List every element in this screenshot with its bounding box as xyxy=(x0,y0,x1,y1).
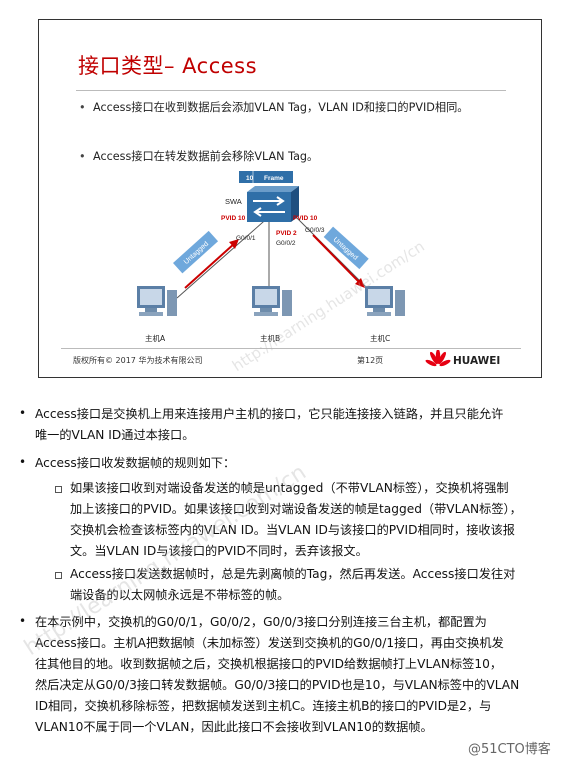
source-credit: @51CTO博客 xyxy=(468,742,551,757)
host-a-label: 主机A xyxy=(145,333,166,343)
slide-title: 接口类型– Access xyxy=(78,54,258,78)
host-a-icon xyxy=(137,286,177,316)
untagged-tag-right: Untagged xyxy=(323,226,369,270)
host-b-icon xyxy=(252,286,292,316)
frame-label: Frame xyxy=(264,175,284,182)
paragraph-1: Access接口是交换机上用来连接用户主机的接口，它只能连接接入链路，并且只能允… xyxy=(35,407,504,442)
access-port-diagram: Untagged Untagged 10 Frame SWA PVID 10 P… xyxy=(137,171,405,343)
ingress-arrow-head xyxy=(229,239,239,249)
bullet-dot-icon: • xyxy=(79,101,86,114)
host-c-label: 主机C xyxy=(370,333,390,343)
huawei-brand: HUAWEI xyxy=(453,355,501,367)
bullet-dot-icon: • xyxy=(79,150,86,163)
ingress-arrow xyxy=(184,242,236,289)
sub-bullet-square-icon xyxy=(55,572,62,579)
paragraph-2: Access接口收发数据帧的规则如下： xyxy=(35,456,236,470)
port-right: G0/0/3 xyxy=(305,227,325,234)
sub-paragraph-1: 如果该接口收到对端设备发送的帧是untagged（不带VLAN标签），交换机将强… xyxy=(70,481,522,558)
untagged-tag-left: Untagged xyxy=(173,230,219,274)
bullet-dot-icon: • xyxy=(19,614,27,628)
switch-icon xyxy=(247,186,299,222)
egress-arrow-head xyxy=(355,278,365,288)
port-mid: G0/0/2 xyxy=(276,240,296,247)
slide: 接口类型– Access • Access接口在收到数据后会添加VLAN Tag… xyxy=(38,19,542,378)
link-host-a xyxy=(176,214,272,299)
host-b-label: 主机B xyxy=(260,333,280,343)
pvid-left: PVID 10 xyxy=(221,215,246,222)
paragraph-3: 在本示例中，交换机的G0/0/1，G0/0/2，G0/0/3接口分别连接三台主机… xyxy=(35,615,520,734)
frame-vlan-id: 10 xyxy=(246,175,254,182)
sub-paragraph-2: Access接口发送数据帧时，总是先剥离帧的Tag，然后再发送。Access接口… xyxy=(70,567,516,602)
egress-arrow xyxy=(312,234,362,285)
slide-bullet-2: • Access接口在转发数据前会移除VLAN Tag。 xyxy=(79,147,489,167)
bullet-dot-icon: • xyxy=(19,455,27,469)
host-c-icon xyxy=(365,286,405,316)
switch-name: SWA xyxy=(225,197,242,206)
title-divider xyxy=(76,90,506,91)
huawei-logo-icon xyxy=(425,350,451,367)
pvid-mid: PVID 2 xyxy=(276,230,297,237)
footer-divider xyxy=(61,348,521,349)
bullet-dot-icon: • xyxy=(19,406,27,420)
pvid-right: PVID 10 xyxy=(293,215,318,222)
slide-bullet-1: • Access接口在收到数据后会添加VLAN Tag，VLAN ID和接口的P… xyxy=(79,98,489,118)
port-left: G0/0/1 xyxy=(236,235,256,242)
footer-copyright: 版权所有© 2017 华为技术有限公司 xyxy=(73,356,203,365)
footer-page-number: 第12页 xyxy=(357,356,384,365)
frame-tag xyxy=(239,171,293,183)
sub-bullet-square-icon xyxy=(55,486,62,493)
